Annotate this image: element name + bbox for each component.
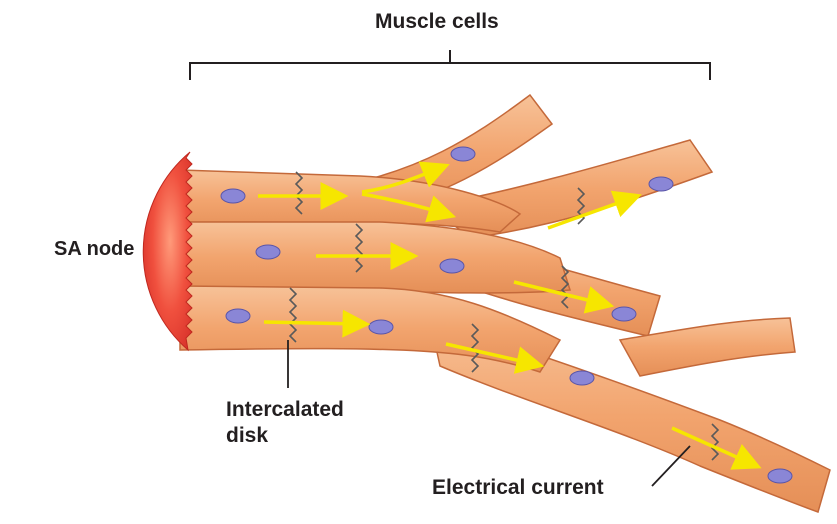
- muscle-cells-bracket: [190, 50, 710, 80]
- nucleus: [221, 189, 245, 203]
- nucleus: [369, 320, 393, 334]
- intercalated-disk-label-line1: Intercalated: [226, 398, 344, 421]
- nucleus: [256, 245, 280, 259]
- nucleus: [768, 469, 792, 483]
- nucleus: [612, 307, 636, 321]
- nucleus: [440, 259, 464, 273]
- sa-node-sphere: [143, 152, 192, 350]
- nucleus: [451, 147, 475, 161]
- nucleus: [649, 177, 673, 191]
- current-arrow: [264, 322, 360, 324]
- electrical-current-label: Electrical current: [432, 476, 604, 499]
- muscle-fibers: [180, 95, 830, 512]
- nucleus: [570, 371, 594, 385]
- sa-node-label: SA node: [54, 238, 134, 260]
- nucleus: [226, 309, 250, 323]
- intercalated-disk-label-line2: disk: [226, 424, 268, 447]
- muscle-cells-label: Muscle cells: [375, 10, 499, 33]
